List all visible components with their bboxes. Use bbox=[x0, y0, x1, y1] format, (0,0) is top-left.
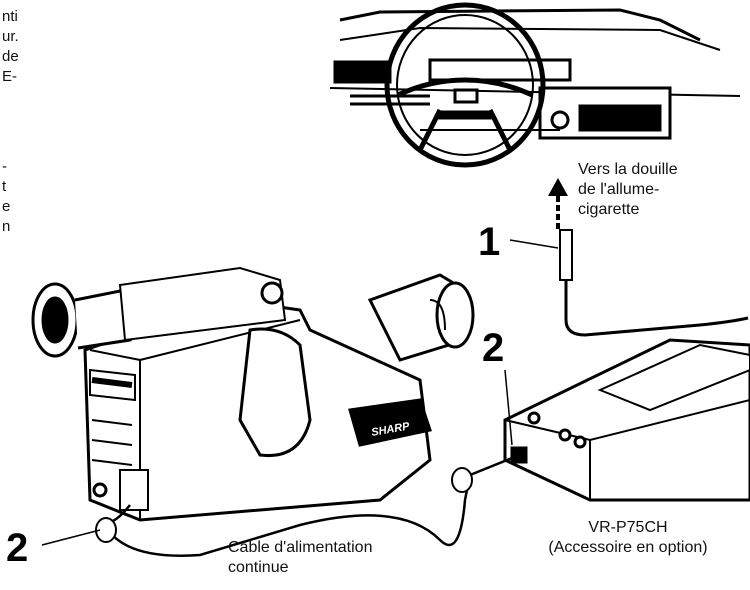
lighter-plug bbox=[559, 229, 749, 337]
left-text-fragment: de bbox=[2, 48, 19, 65]
callout-line-2-camera bbox=[41, 529, 101, 546]
label-line: continue bbox=[228, 559, 289, 576]
label-dc-cable: Câble d'alimentation continue bbox=[228, 538, 372, 578]
arrow-to-lighter bbox=[548, 178, 568, 230]
power-adapter-illustration bbox=[503, 338, 750, 502]
cable-plugs bbox=[95, 467, 473, 543]
left-text-fragment: - bbox=[2, 158, 7, 175]
label-cigarette-socket: Vers la douille de l'allume- cigarette bbox=[578, 160, 678, 220]
left-text-fragment: n bbox=[2, 218, 11, 235]
left-text-fragment: nti bbox=[2, 8, 18, 25]
steering-wheel bbox=[384, 2, 546, 168]
label-line: cigarette bbox=[578, 201, 640, 218]
left-text-fragment: ur. bbox=[2, 28, 19, 45]
callout-line-2-adapter bbox=[504, 369, 513, 446]
label-line: Vers la douille bbox=[578, 161, 678, 178]
left-text-fragment: e bbox=[2, 198, 11, 215]
callout-line-1 bbox=[509, 239, 559, 249]
label-line: Câble d'alimentation bbox=[228, 539, 373, 556]
callout-number-1: 1 bbox=[478, 220, 501, 264]
car-dashboard-illustration bbox=[329, 2, 741, 168]
adapter-note: (Accessoire en option) bbox=[548, 539, 708, 556]
label-line: de l'allume- bbox=[578, 181, 660, 198]
label-adapter: VR-P75CH (Accessoire en option) bbox=[510, 518, 746, 558]
left-text-fragment: t bbox=[2, 178, 7, 195]
camcorder-illustration bbox=[31, 266, 475, 522]
adapter-model: VR-P75CH bbox=[588, 519, 668, 536]
callout-number-2-camera: 2 bbox=[6, 526, 29, 570]
callout-number-2-adapter: 2 bbox=[482, 326, 505, 370]
left-text-fragment: E- bbox=[2, 68, 17, 85]
